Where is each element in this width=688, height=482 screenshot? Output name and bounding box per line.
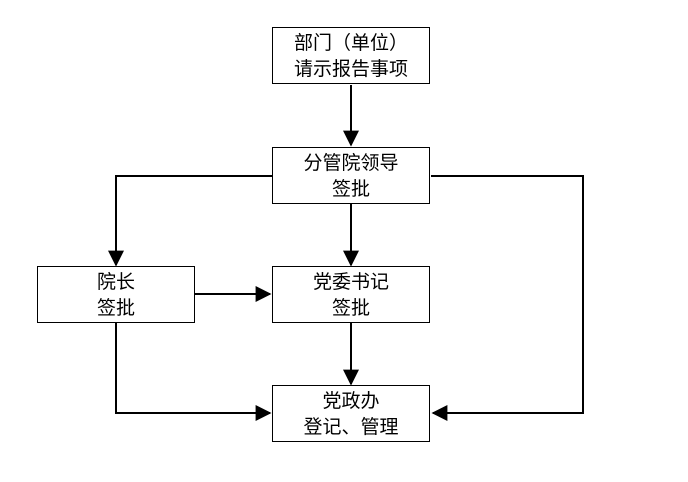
node-party-secretary: 党委书记 签批 bbox=[272, 266, 430, 323]
node-president-line1: 院长 bbox=[96, 270, 135, 293]
edge-division-leader-to-president bbox=[108, 175, 272, 267]
edge-division-leader-to-party-office bbox=[431, 175, 584, 421]
node-request: 部门（单位） 请示报告事项 bbox=[272, 27, 430, 84]
edge-president-to-party-office bbox=[115, 323, 272, 421]
node-party-office-line1: 党政办 bbox=[322, 389, 380, 412]
node-request-line1: 部门（单位） bbox=[293, 31, 408, 54]
node-division-leader-line1: 分管院领导 bbox=[303, 151, 399, 174]
node-party-office: 党政办 登记、管理 bbox=[272, 385, 430, 442]
node-party-secretary-line1: 党委书记 bbox=[312, 270, 389, 293]
node-division-leader-line2: 签批 bbox=[331, 177, 370, 200]
node-president: 院长 签批 bbox=[37, 266, 195, 323]
node-party-office-line2: 登记、管理 bbox=[303, 415, 399, 438]
node-request-line2: 请示报告事项 bbox=[293, 57, 408, 80]
node-party-secretary-line2: 签批 bbox=[331, 296, 370, 319]
node-division-leader: 分管院领导 签批 bbox=[272, 147, 430, 204]
node-president-line2: 签批 bbox=[96, 296, 135, 319]
